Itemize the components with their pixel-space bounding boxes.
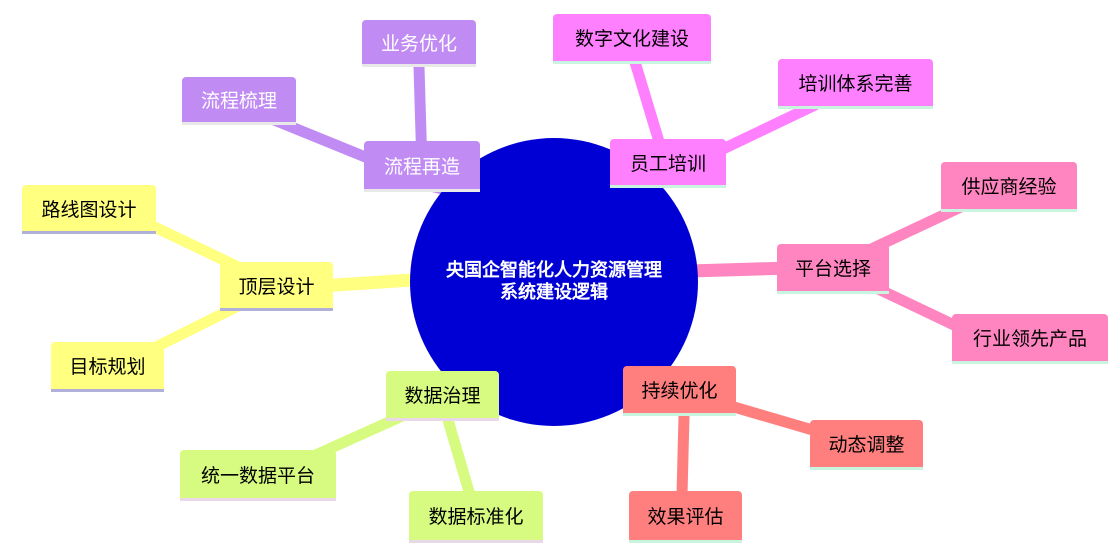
connector-shuju-biaozhun (442, 414, 476, 501)
leaf-shuju-biaozhun: 数据标准化 (409, 491, 543, 543)
branch-pingtai: 平台选择 (777, 244, 889, 294)
leaf-liucheng-shuli: 流程梳理 (182, 77, 296, 125)
leaf-dongtai-tiaozheng: 动态调整 (810, 420, 923, 470)
connector-chixu-xiaoguo (676, 410, 690, 501)
leaf-luxiantu: 路线图设计 (22, 185, 156, 234)
connector-yuangong-shuzi (629, 56, 666, 151)
branch-yuangong: 员工培训 (610, 139, 726, 188)
central-topic-line1: 央国企智能化人力资源管理 (446, 260, 662, 281)
central-topic-line2: 系统建设逻辑 (500, 282, 608, 303)
leaf-mubiao-guihua: 目标规划 (51, 342, 164, 392)
branch-chixu: 持续优化 (623, 366, 736, 416)
connector-center-pingtai (683, 261, 797, 278)
branch-shuju: 数据治理 (386, 371, 499, 421)
branch-dingceng: 顶层设计 (220, 262, 333, 311)
branch-liucheng: 流程再造 (364, 141, 480, 192)
leaf-hangye-lingxian: 行业领先产品 (952, 314, 1108, 364)
leaf-peixun-tixi: 培训体系完善 (778, 59, 933, 109)
leaf-gongyingshang: 供应商经验 (941, 162, 1077, 212)
leaf-xiaoguo-pinggu: 效果评估 (629, 491, 742, 543)
connector-center-dingceng (313, 273, 419, 293)
leaf-shuzi-wenhua: 数字文化建设 (553, 14, 711, 64)
leaf-tongyi-pingtai: 统一数据平台 (180, 450, 336, 501)
leaf-yewu-youhua: 业务优化 (362, 20, 476, 67)
